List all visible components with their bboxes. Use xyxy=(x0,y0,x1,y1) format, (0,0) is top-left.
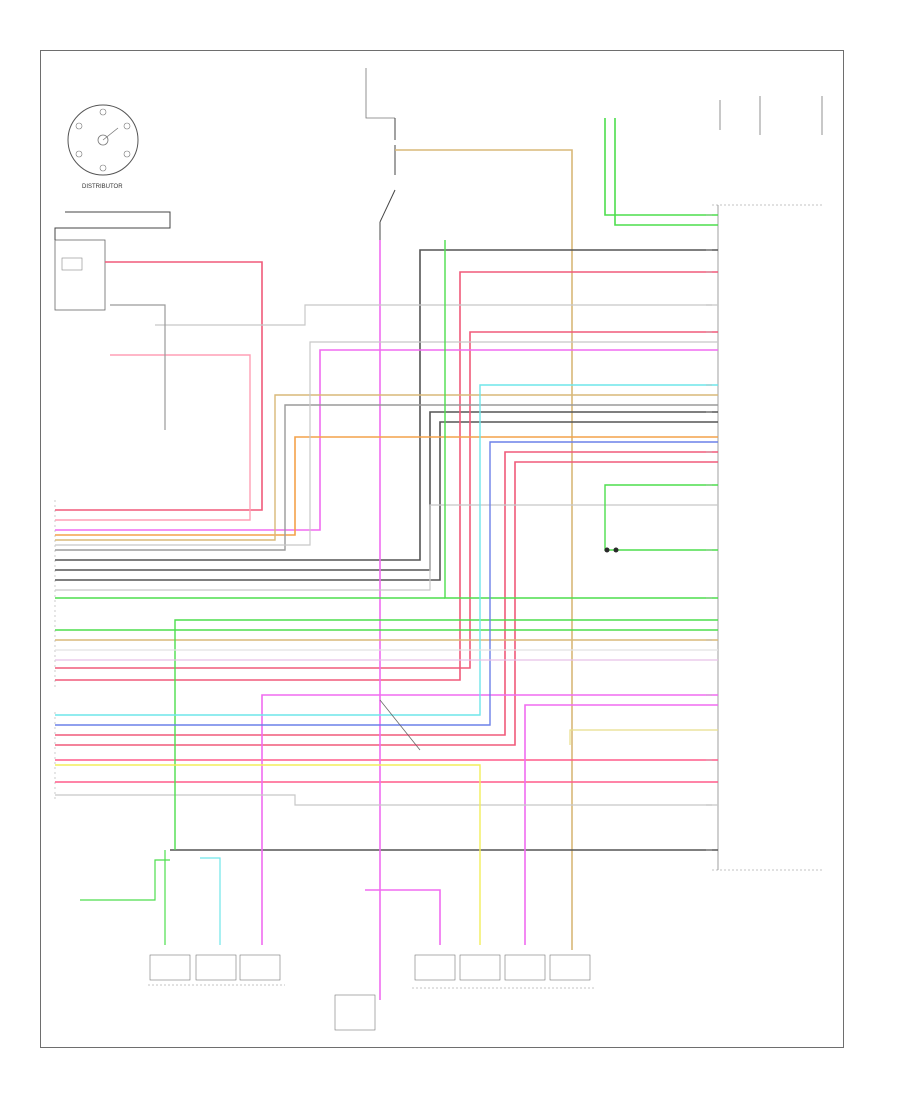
wire-red-2 xyxy=(55,271,718,681)
top-right-component xyxy=(719,96,823,135)
wire-magenta-3 xyxy=(261,694,718,945)
wire-green-bottom-left xyxy=(80,859,170,901)
wire-orange-1 xyxy=(55,436,718,536)
wire-green-top-1 xyxy=(604,118,718,216)
wire-darkgray-3 xyxy=(55,421,718,581)
wire-blue-1 xyxy=(55,441,718,726)
wire-red-3 xyxy=(55,331,718,669)
distributor: DISTRIBUTOR xyxy=(67,104,139,190)
wire-gray-2 xyxy=(55,341,718,546)
wire-lightgray-top xyxy=(155,304,718,326)
control-module-connector xyxy=(712,204,822,871)
wire-darkgray-2 xyxy=(55,411,718,571)
wire-green-long-1 xyxy=(444,240,718,599)
wire-red-coil xyxy=(55,261,263,511)
distributor-label: DISTRIBUTOR xyxy=(82,184,123,190)
diagram-frame xyxy=(40,50,844,1048)
wire-green-2 xyxy=(174,619,718,850)
bottom-components-left xyxy=(148,954,285,986)
ignition-switch xyxy=(365,68,396,240)
wire-black-diagonal xyxy=(379,699,421,751)
wire-red-5 xyxy=(55,461,718,746)
wire-yellow-2 xyxy=(569,729,718,745)
ignition-coil-module xyxy=(54,211,171,311)
connector-pin-marks xyxy=(706,214,712,851)
wire-tan-2 xyxy=(55,394,718,541)
wire-pink-1 xyxy=(55,354,251,521)
wire-magenta-1 xyxy=(55,349,718,531)
wire-yellow-1 xyxy=(55,764,481,945)
wire-magenta-4 xyxy=(524,704,718,945)
wire-green-4 xyxy=(604,484,718,551)
wire-gray-bottom xyxy=(55,794,718,806)
wire-gray-coil xyxy=(110,304,166,430)
wire-cyan-2 xyxy=(200,857,221,945)
wire-tan-battery xyxy=(395,149,573,950)
wire-green-top-2 xyxy=(614,118,718,226)
ground-symbol xyxy=(604,547,619,553)
bottom-center-sensor xyxy=(334,994,376,1031)
wire-cyan-1 xyxy=(55,384,718,716)
wire-red-4 xyxy=(55,451,718,736)
wire-gray-3 xyxy=(55,504,718,591)
wire-magenta-5 xyxy=(365,889,441,945)
bottom-components-right xyxy=(412,954,595,989)
wire-gray-1 xyxy=(55,404,718,551)
